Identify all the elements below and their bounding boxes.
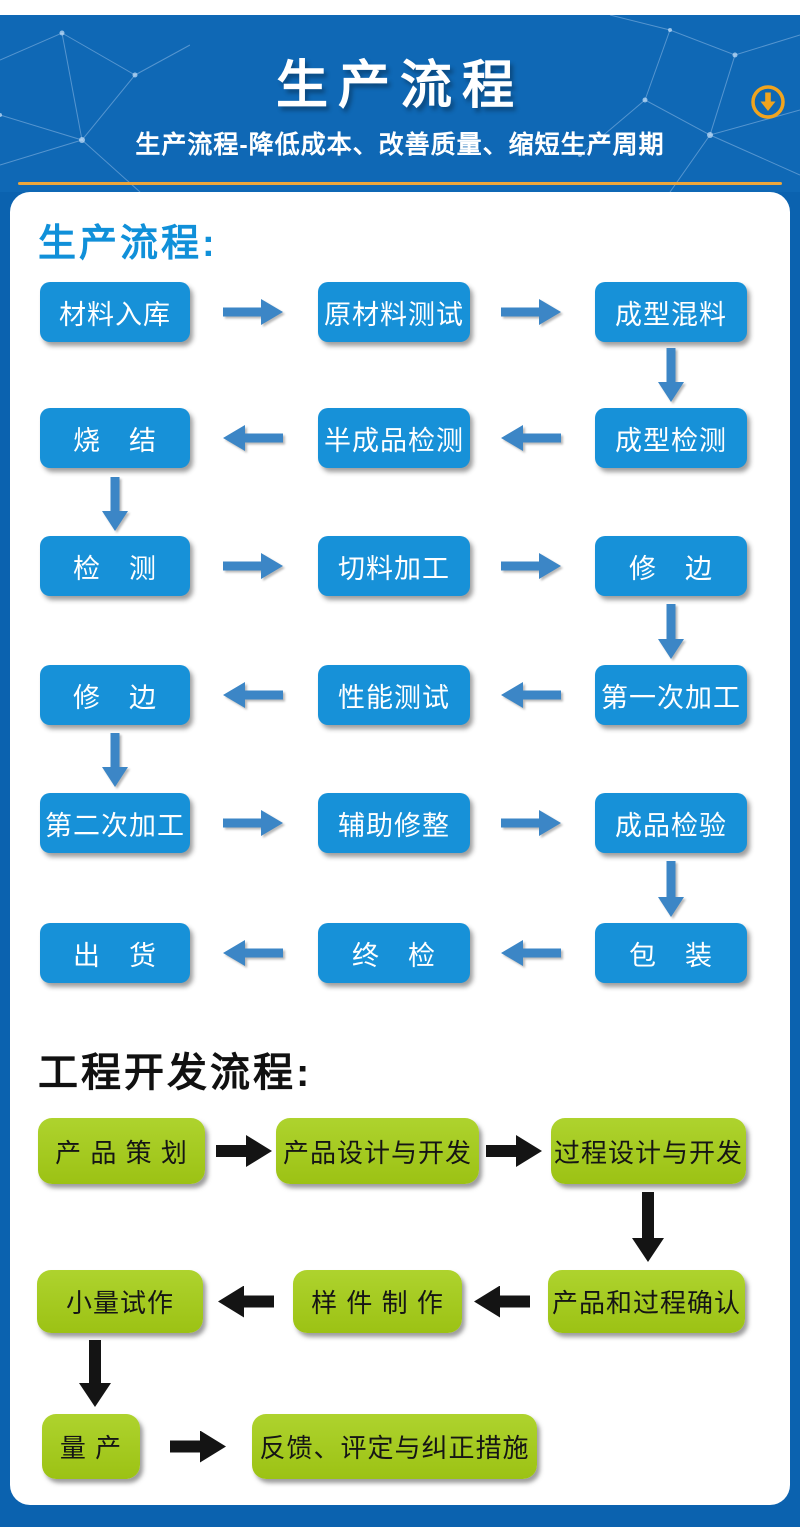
flow-step-box: 产品设计与开发 [276,1118,479,1184]
flow-step-box: 修 边 [40,665,190,725]
page-header: 生产流程 生产流程-降低成本、改善质量、缩短生产周期 [0,15,800,192]
flow-step-box: 切料加工 [318,536,470,596]
arrow-left-icon [501,682,561,708]
flow-step-box: 过程设计与开发 [551,1118,746,1184]
flow-step-box: 包 装 [595,923,747,983]
flow-step-box: 小量试作 [37,1270,203,1333]
flow-step-box: 第一次加工 [595,665,747,725]
flow-step-box: 产 品 策 划 [38,1118,205,1184]
arrow-right-icon [501,553,561,579]
arrow-right-icon [216,1135,272,1167]
flow-step-box: 烧 结 [40,408,190,468]
arrow-down-icon [79,1340,111,1407]
arrow-down-icon [632,1192,664,1262]
download-button[interactable] [749,83,787,121]
engineering-flow-heading: 工程开发流程: [38,1051,313,1095]
flow-step-box: 量 产 [42,1414,140,1479]
arrow-left-icon [501,425,561,451]
arrow-down-icon [658,348,684,402]
flow-step-box: 原材料测试 [318,282,470,342]
page-title: 生产流程 [275,57,524,115]
constellation-decoration-left [0,30,190,192]
top-white-strip [0,0,800,15]
arrow-right-icon [223,299,283,325]
flow-step-box: 产品和过程确认 [548,1270,745,1333]
arrow-left-icon [223,940,283,966]
bottom-bar [0,1505,800,1527]
flow-step-box: 材料入库 [40,282,190,342]
flow-step-box: 终 检 [318,923,470,983]
arrow-down-icon [658,604,684,659]
flow-step-box: 辅助修整 [318,793,470,853]
flow-step-box: 第二次加工 [40,793,190,853]
flow-step-box: 反馈、评定与纠正措施 [252,1414,537,1479]
constellation-decoration-right [578,15,800,192]
flow-step-box: 成型混料 [595,282,747,342]
arrow-right-icon [223,810,283,836]
circle-down-arrow-icon [751,85,785,119]
flow-step-box: 半成品检测 [318,408,470,468]
arrow-right-icon [170,1430,226,1463]
arrow-down-icon [102,733,128,787]
arrow-left-icon [223,425,283,451]
arrow-left-icon [474,1285,530,1318]
arrow-right-icon [501,299,561,325]
arrow-down-icon [102,477,128,531]
flow-step-box: 检 测 [40,536,190,596]
gold-divider [18,182,782,185]
arrow-right-icon [486,1135,542,1167]
arrow-left-icon [501,940,561,966]
flow-step-box: 成型检测 [595,408,747,468]
flow-step-box: 性能测试 [318,665,470,725]
arrow-right-icon [501,810,561,836]
flow-step-box: 成品检验 [595,793,747,853]
flow-step-box: 修 边 [595,536,747,596]
arrow-left-icon [218,1285,274,1318]
page-subtitle: 生产流程-降低成本、改善质量、缩短生产周期 [135,131,665,159]
arrow-down-icon [658,861,684,917]
flow-step-box: 出 货 [40,923,190,983]
arrow-left-icon [223,682,283,708]
arrow-right-icon [223,553,283,579]
production-flow-heading: 生产流程: [38,223,218,265]
flow-step-box: 样 件 制 作 [293,1270,462,1333]
